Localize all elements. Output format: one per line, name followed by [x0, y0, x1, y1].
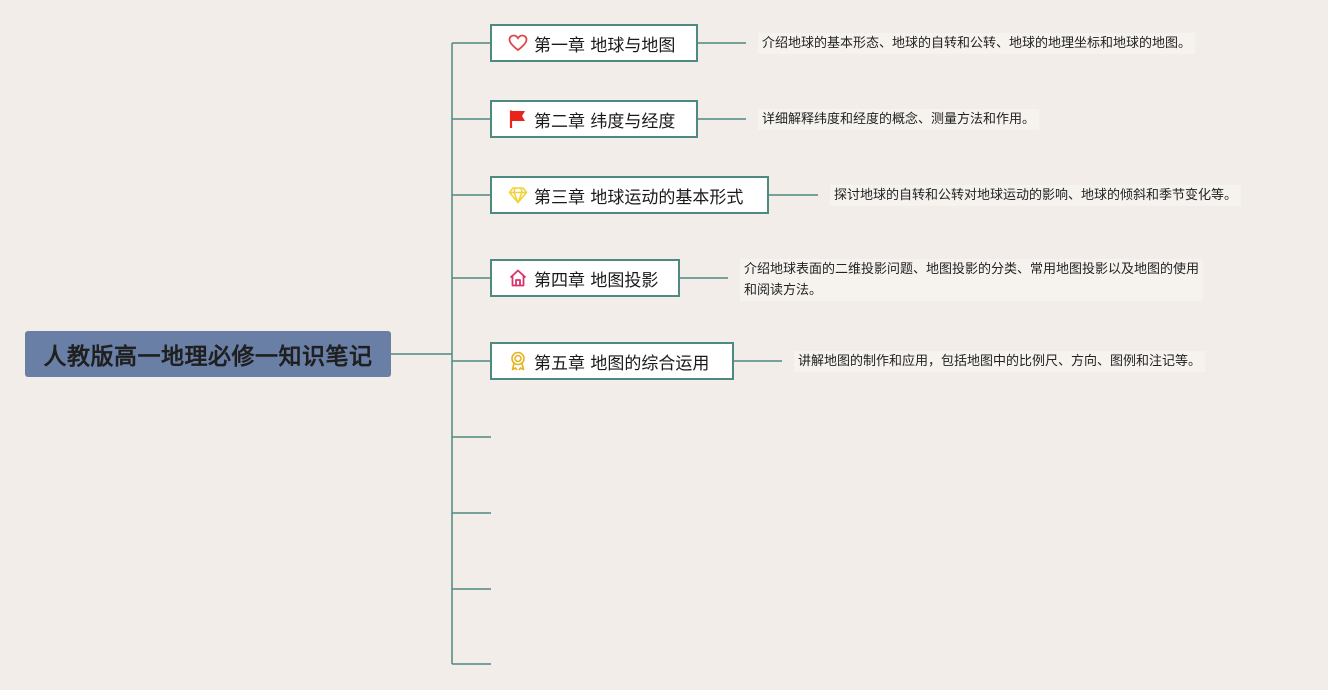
- chapter-2-note: 详细解释纬度和经度的概念、测量方法和作用。: [758, 109, 1040, 130]
- chapter-5-note: 讲解地图的制作和应用，包括地图中的比例尺、方向、图例和注记等。: [794, 351, 1206, 372]
- flag-icon: [508, 109, 528, 129]
- chapter-5-node[interactable]: 第五章 地图的综合运用: [490, 342, 734, 380]
- chapter-1-note-line-1: 介绍地球的基本形态、地球的自转和公转、地球的地理坐标和地球的地图。: [762, 36, 1192, 51]
- chapter-4-note-line-2: 和阅读方法。: [744, 283, 823, 298]
- chapter-3-note-line-1: 探讨地球的自转和公转对地球运动的影响、地球的倾斜和季节变化等。: [834, 188, 1238, 203]
- chapter-3-node[interactable]: 第三章 地球运动的基本形式: [490, 176, 769, 214]
- chapter-4-title: 第四章 地图投影: [534, 270, 659, 291]
- chapter-4-node[interactable]: 第四章 地图投影: [490, 259, 680, 297]
- chapter-4-note-line-1: 介绍地球表面的二维投影问题、地图投影的分类、常用地图投影以及地图的使用: [744, 262, 1200, 277]
- chapter-5-title: 第五章 地图的综合运用: [534, 353, 710, 374]
- chapter-3-title: 第三章 地球运动的基本形式: [534, 187, 744, 208]
- chapter-3-note: 探讨地球的自转和公转对地球运动的影响、地球的倾斜和季节变化等。: [830, 185, 1242, 206]
- chapter-2-node[interactable]: 第二章 纬度与经度: [490, 100, 698, 138]
- chapter-2-note-line-1: 详细解释纬度和经度的概念、测量方法和作用。: [762, 112, 1036, 127]
- chapter-1-node[interactable]: 第一章 地球与地图: [490, 24, 698, 62]
- chapter-1-note: 介绍地球的基本形态、地球的自转和公转、地球的地理坐标和地球的地图。: [758, 33, 1196, 54]
- chapter-4-note: 介绍地球表面的二维投影问题、地图投影的分类、常用地图投影以及地图的使用 和阅读方…: [740, 259, 1204, 301]
- home-icon: [508, 268, 528, 288]
- award-icon: [508, 351, 528, 371]
- chapter-2-title: 第二章 纬度与经度: [534, 111, 676, 132]
- chapter-1-title: 第一章 地球与地图: [534, 35, 676, 56]
- heart-icon: [508, 33, 528, 53]
- root-topic[interactable]: 人教版高一地理必修一知识笔记: [25, 331, 391, 377]
- chapter-5-note-line-1: 讲解地图的制作和应用，包括地图中的比例尺、方向、图例和注记等。: [798, 354, 1202, 369]
- diamond-icon: [508, 185, 528, 205]
- root-topic-label: 人教版高一地理必修一知识笔记: [43, 344, 373, 370]
